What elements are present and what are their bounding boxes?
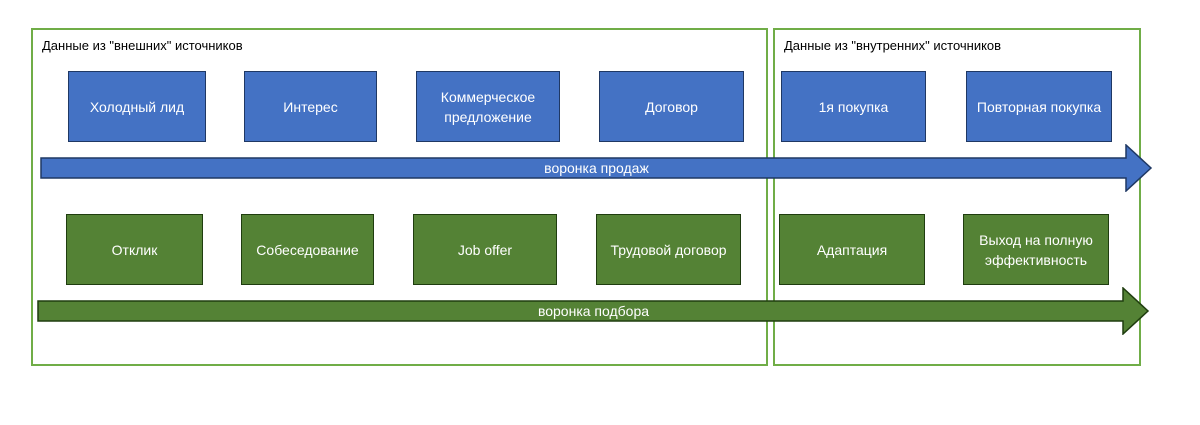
hiring-stage-employment-contract: Трудовой договор [596,214,741,285]
sales-funnel-arrow-shape [40,144,1153,192]
sales-funnel-arrow: воронка продаж [40,144,1153,192]
hiring-stage-full-efficiency: Выход на полную эффективность [963,214,1109,285]
hiring-stage-interview: Собеседование [241,214,374,285]
sales-stage-repeat-purchase: Повторная покупка [966,71,1112,142]
hiring-stage-adaptation: Адаптация [779,214,925,285]
external-sources-title: Данные из "внешних" источников [42,38,243,53]
sales-stage-contract: Договор [599,71,744,142]
hiring-funnel-arrow: воронка подбора [37,287,1150,335]
sales-stage-first-purchase: 1я покупка [781,71,926,142]
hiring-stage-response: Отклик [66,214,203,285]
sales-funnel-label: воронка продаж [544,160,649,176]
internal-sources-title: Данные из "внутренних" источников [784,38,1002,53]
hiring-funnel-label: воронка подбора [537,303,650,319]
hiring-stage-job-offer: Job offer [413,214,557,285]
sales-stage-interest: Интерес [244,71,377,142]
sales-stage-proposal: Коммерческое предложение [416,71,560,142]
sales-stage-cold-lead: Холодный лид [68,71,206,142]
hiring-funnel-arrow-shape [37,287,1150,335]
